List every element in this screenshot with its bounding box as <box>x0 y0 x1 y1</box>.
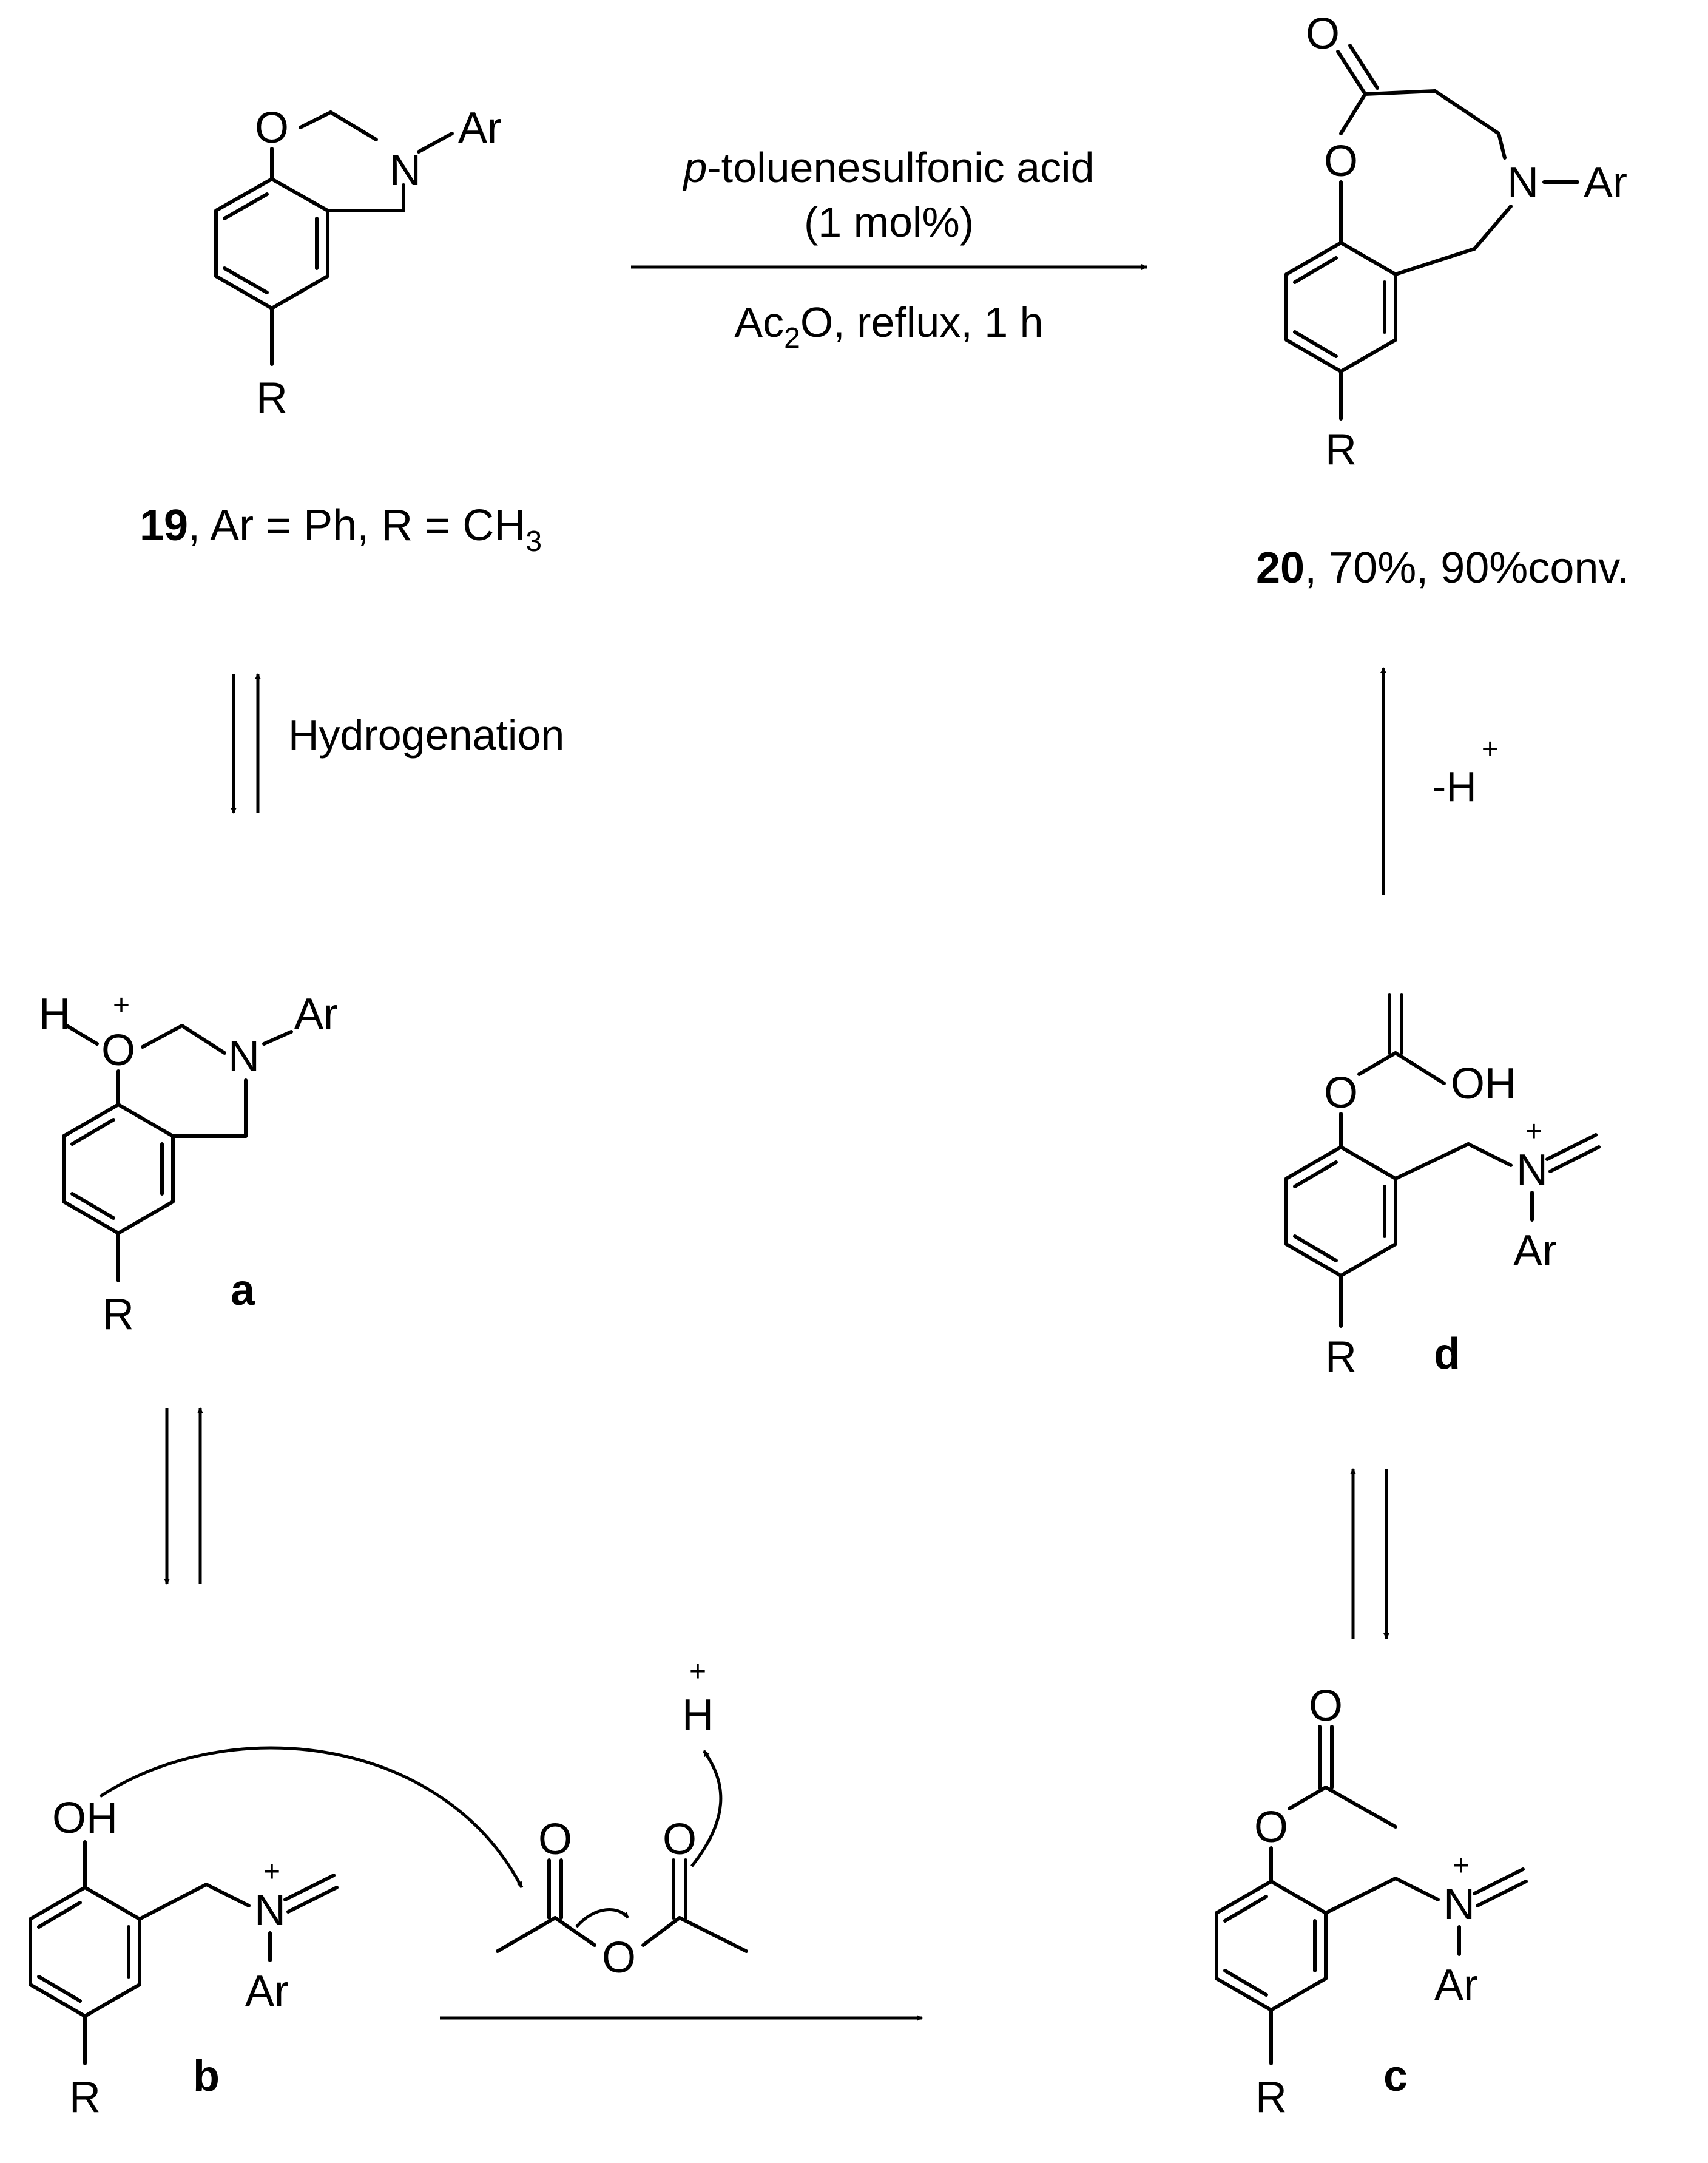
intermediate-d-structure: O OH + N Ar R <box>1284 993 1601 1381</box>
oxygen-atom: O <box>255 104 289 152</box>
intermediate-b-structure: OH + N Ar R <box>29 1794 339 2122</box>
hydrogenation-label: Hydrogenation <box>288 711 564 759</box>
intermediate-c-label: c <box>1383 2052 1408 2100</box>
oxonium-oxygen: O <box>101 1026 135 1075</box>
compound-19-structure: O N Ar R <box>214 104 502 422</box>
r-substituent: R <box>69 2073 101 2122</box>
bond-cleavage-arrow <box>575 1908 629 1928</box>
deprotonation-label: -H+ <box>1432 733 1499 810</box>
hydrogen-atom: H <box>39 990 70 1038</box>
catalyst-loading: (1 mol%) <box>804 198 974 246</box>
bridging-oxygen: O <box>602 1934 636 1982</box>
hydroxyl-group: OH <box>52 1794 118 1843</box>
aryl-label: Ar <box>294 990 338 1038</box>
iminium-charge: + <box>1525 1115 1542 1148</box>
oxonium-charge: + <box>113 989 130 1021</box>
ester-oxygen: O <box>1324 137 1358 186</box>
r-substituent: R <box>1325 1333 1357 1381</box>
iminium-charge: + <box>263 1856 280 1888</box>
intermediate-c-structure: O O + N Ar R <box>1215 1682 1528 2122</box>
aryl-label: Ar <box>1513 1227 1557 1275</box>
compound-20-structure: O O N Ar R <box>1284 10 1627 474</box>
aryl-label: Ar <box>1584 158 1627 207</box>
proton-charge: + <box>689 1656 706 1688</box>
carbonyl-oxygen: O <box>538 1815 572 1864</box>
carbonyl-oxygen: O <box>1306 10 1340 58</box>
intermediate-a-label: a <box>231 1266 255 1315</box>
proton-loss-arrow <box>690 1750 723 1867</box>
acetic-anhydride-structure: O O O <box>496 1815 748 1982</box>
aryl-label: Ar <box>458 104 502 152</box>
ester-oxygen: O <box>1254 1803 1288 1852</box>
iminium-charge: + <box>1453 1850 1470 1882</box>
compound-20-label: 20, 70%, 90%conv. <box>1256 544 1629 592</box>
nucleophilic-attack-arrow <box>99 1746 524 1889</box>
r-substituent: R <box>256 374 288 422</box>
enol-ether-oxygen: O <box>1324 1069 1358 1117</box>
r-substituent: R <box>103 1290 134 1339</box>
nitrogen-atom: N <box>228 1032 260 1081</box>
reagent-label: p-toluenesulfonic acid <box>682 144 1094 191</box>
aryl-label: Ar <box>1434 1961 1478 2009</box>
iminium-nitrogen: N <box>1516 1146 1548 1194</box>
nitrogen-atom: N <box>1507 158 1539 207</box>
carbonyl-oxygen: O <box>663 1815 697 1864</box>
r-substituent: R <box>1325 425 1357 474</box>
intermediate-a-structure: H + O N Ar R <box>39 989 338 1339</box>
r-substituent: R <box>1255 2073 1287 2122</box>
aryl-label: Ar <box>245 1967 289 2016</box>
released-proton: H <box>682 1691 714 1739</box>
nitrogen-atom: N <box>390 146 421 195</box>
iminium-nitrogen: N <box>1443 1880 1475 1929</box>
carbonyl-oxygen: O <box>1309 1682 1343 1730</box>
solvent-conditions: Ac2O, reflux, 1 h <box>734 299 1043 354</box>
compound-19-label: 19, Ar = Ph, R = CH3 <box>140 501 542 558</box>
intermediate-d-label: d <box>1434 1330 1460 1378</box>
intermediate-b-label: b <box>193 2052 220 2100</box>
iminium-nitrogen: N <box>254 1886 286 1935</box>
hydroxyl-group: OH <box>1451 1060 1516 1108</box>
